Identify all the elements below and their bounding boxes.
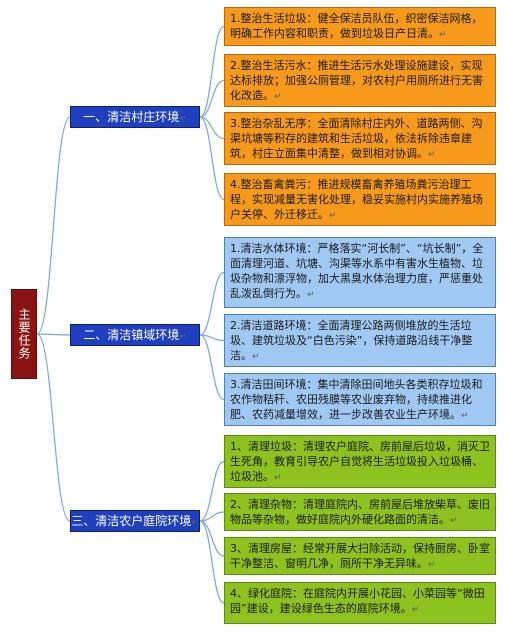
- leaf-courtyard-1: 1、清理垃圾：清理农户庭院、房前屋后垃圾，消灭卫生死角，教育引导农户自觉将生活垃…: [224, 435, 496, 488]
- leaf-village-1: 1.整治生活垃圾：健全保洁员队伍，织密保洁网格，明确工作内容和职责，做到垃圾日产…: [224, 7, 496, 46]
- category-to-leaf-line: [199, 334, 225, 342]
- root-to-category-line: [36, 333, 71, 522]
- category-to-leaf-line: [199, 460, 225, 522]
- leaf-courtyard-3: 3、清理房屋：经常开展大扫除活动，保持厨房、卧室干净整洁、窗明几净，厕所干净无异…: [224, 537, 496, 575]
- root-to-category-line: [36, 333, 71, 336]
- category-to-leaf-line: [199, 25, 225, 118]
- category-label: 二、清洁镇域环境: [83, 328, 180, 342]
- category-label: 三、清洁农户庭院环境: [71, 514, 192, 528]
- leaf-village-4: 4.整治畜禽粪污：推进规模畜禽养殖场粪污治理工程，实现减量无害化处理，稳妥实施村…: [224, 173, 496, 226]
- category-to-leaf-line: [199, 271, 225, 336]
- category-to-leaf-line: [199, 79, 225, 118]
- root-node: 主要任务: [11, 289, 37, 379]
- leaf-village-3: 3.整治杂乱无序：全面清除村庄内外、道路两侧、沟渠坑塘等积存的建筑和生活垃圾，依…: [224, 112, 496, 165]
- category-to-leaf-line: [199, 511, 225, 522]
- leaf-town-1: 1.清洁水体环境：严格落实“河长制”、“坑长制”，全面清理河道、坑塘、沟渠等水系…: [224, 237, 496, 308]
- leaf-village-2: 2.整治生活污水：推进生活污水处理设施建设，实现达标排放；加强公厕管理，对农村户…: [224, 54, 496, 107]
- category-to-leaf-line: [199, 334, 225, 401]
- category-village: 一、清洁村庄环境↵: [70, 106, 200, 128]
- leaf-courtyard-2: 2、清理杂物：清理庭院内、房前屋后堆放柴草、废旧物品等杂物，做好庭院内外硬化路面…: [224, 493, 496, 531]
- leaf-courtyard-4: 4、绿化庭院：在庭院内开展小花园、小菜园等“微田园”建设，建设绿色生态的庭院环境…: [224, 582, 496, 624]
- category-town: 二、清洁镇域环境↵: [70, 324, 200, 346]
- root-to-category-line: [36, 116, 71, 335]
- leaf-town-3: 3.清洁田间环境：集中清除田间地头各类积存垃圾和农作物秸秆、农田残膜等农业废弃物…: [224, 373, 496, 426]
- category-to-leaf-line: [199, 116, 225, 201]
- leaf-town-2: 2.清洁道路环境：全面清理公路两侧堆放的生活垃圾、建筑垃圾及“白色污染”，保持道…: [224, 314, 496, 367]
- category-courtyard: 三、清洁农户庭院环境↵: [70, 510, 200, 532]
- root-label: 主要任务: [17, 308, 31, 360]
- category-to-leaf-line: [199, 520, 225, 557]
- category-to-leaf-line: [199, 520, 225, 604]
- category-to-leaf-line: [199, 116, 225, 140]
- category-label: 一、清洁村庄环境: [83, 110, 180, 124]
